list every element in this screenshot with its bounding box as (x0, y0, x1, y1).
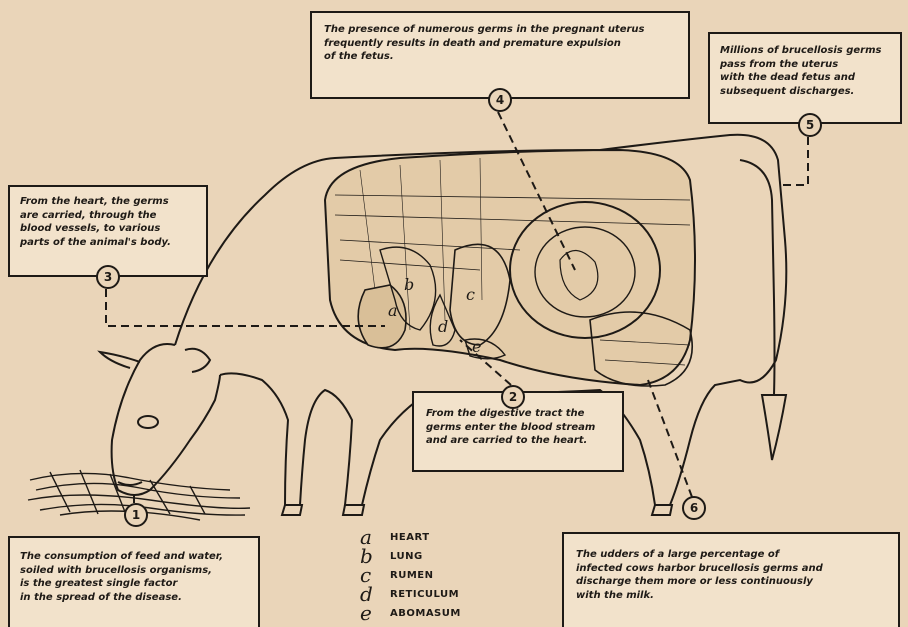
step-marker-1: 1 (124, 503, 148, 527)
callout-3-line-4: parts of the animal's body. (20, 236, 196, 250)
callout-3-line-3: blood vessels, to various (20, 222, 196, 236)
step-marker-5: 5 (798, 113, 822, 137)
callout-5-line-2: pass from the uterus (720, 58, 890, 72)
callout-4-uterus: The presence of numerous germs in the pr… (310, 11, 690, 99)
callout-6-line-1: The udders of a large percentage of (576, 548, 886, 562)
legend-row-reticulum: d RETICULUM (360, 585, 550, 604)
callout-1-feed: The consumption of feed and water, soile… (8, 536, 260, 627)
step-marker-2: 2 (501, 385, 525, 409)
organ-label-lung: b (404, 275, 414, 294)
legend-label-rumen: RUMEN (390, 570, 433, 581)
legend-label-lung: LUNG (390, 551, 423, 562)
legend-row-heart: a HEART (360, 528, 550, 547)
organ-label-reticulum: d (438, 317, 448, 336)
legend-label-reticulum: RETICULUM (390, 589, 459, 600)
callout-1-line-1: The consumption of feed and water, (20, 550, 248, 564)
step-marker-3: 3 (96, 265, 120, 289)
callout-3-line-1: From the heart, the germs (20, 195, 196, 209)
legend-row-rumen: c RUMEN (360, 566, 550, 585)
callout-1-line-3: is the greatest single factor (20, 577, 248, 591)
callout-2-line-1: From the digestive tract the (426, 407, 610, 421)
callout-3-line-2: are carried, through the (20, 209, 196, 223)
callout-4-line-1: The presence of numerous germs in the pr… (324, 23, 676, 37)
callout-4-line-3: of the fetus. (324, 50, 676, 64)
legend-label-abomasum: ABOMASUM (390, 608, 461, 619)
organ-legend: a HEART b LUNG c RUMEN d RETICULUM e ABO… (360, 528, 550, 623)
step-marker-4: 4 (488, 88, 512, 112)
callout-6-line-2: infected cows harbor brucellosis germs a… (576, 562, 886, 576)
legend-row-lung: b LUNG (360, 547, 550, 566)
callout-2-line-2: germs enter the blood stream (426, 421, 610, 435)
legend-letter-e: e (360, 604, 390, 623)
callout-5-discharge: Millions of brucellosis germs pass from … (708, 32, 902, 124)
legend-row-abomasum: e ABOMASUM (360, 604, 550, 623)
callout-2-line-3: and are carried to the heart. (426, 434, 610, 448)
callout-5-line-1: Millions of brucellosis germs (720, 44, 890, 58)
organ-label-abomasum: e (472, 337, 481, 356)
callout-6-line-4: with the milk. (576, 589, 886, 603)
callout-6-udders: The udders of a large percentage of infe… (562, 532, 900, 627)
callout-4-line-2: frequently results in death and prematur… (324, 37, 676, 51)
callout-6-line-3: discharge them more or less continuously (576, 575, 886, 589)
callout-1-line-2: soiled with brucellosis organisms, (20, 564, 248, 578)
callout-1-line-4: in the spread of the disease. (20, 591, 248, 605)
callout-5-line-4: subsequent discharges. (720, 85, 890, 99)
internal-organs (325, 150, 695, 386)
step-marker-6: 6 (682, 496, 706, 520)
legend-label-heart: HEART (390, 532, 430, 543)
callout-5-line-3: with the dead fetus and (720, 71, 890, 85)
organ-label-rumen: c (466, 285, 475, 304)
organ-label-heart: a (388, 301, 398, 320)
callout-3-heart: From the heart, the germs are carried, t… (8, 185, 208, 277)
